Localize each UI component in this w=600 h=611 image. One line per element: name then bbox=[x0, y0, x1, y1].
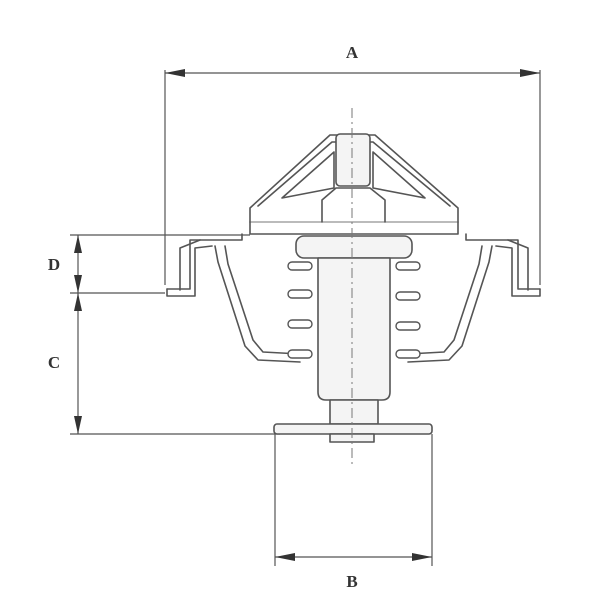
flange bbox=[166, 221, 541, 297]
dimension-b: B bbox=[274, 434, 433, 591]
dimension-b-left-arrow bbox=[275, 553, 295, 561]
dimension-b-right-arrow bbox=[412, 553, 432, 561]
valve-body bbox=[295, 235, 413, 425]
thermostat-part bbox=[166, 108, 541, 468]
bottom-disc bbox=[273, 423, 433, 443]
dimension-d: D bbox=[48, 234, 250, 294]
dimension-d-bottom-arrow bbox=[74, 275, 82, 293]
dimension-c-top-arrow bbox=[74, 293, 82, 311]
dimension-b-label: B bbox=[346, 572, 357, 591]
top-pin bbox=[321, 133, 386, 223]
lower-cage bbox=[214, 245, 493, 363]
dimension-c-bottom-arrow bbox=[74, 416, 82, 434]
dimension-a-label: A bbox=[346, 43, 359, 62]
dimension-c-label: C bbox=[48, 353, 60, 372]
dimension-a-right-arrow bbox=[520, 69, 540, 77]
dimension-c: C bbox=[48, 293, 280, 435]
dimension-a: A bbox=[164, 43, 541, 285]
dimension-a-left-arrow bbox=[165, 69, 185, 77]
dimension-d-label: D bbox=[48, 255, 60, 274]
dimension-d-top-arrow bbox=[74, 235, 82, 253]
spring-coils bbox=[287, 261, 421, 359]
